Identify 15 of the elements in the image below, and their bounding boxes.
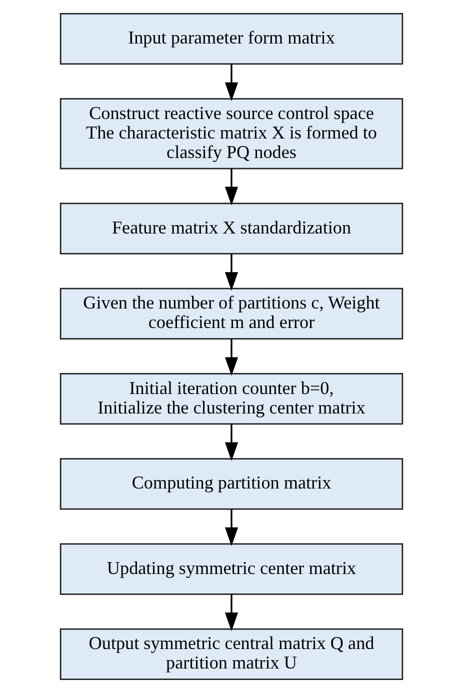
- node-box: Output symmetric central matrix Q and partition matrix U: [59, 628, 403, 680]
- node-box: Initial iteration counter b=0, Initialize the clustering center matrix: [59, 373, 403, 425]
- arrow: [224, 509, 238, 546]
- arrow: [224, 338, 238, 376]
- arrow: [224, 64, 238, 102]
- node-box: Feature matrix X standardization: [59, 202, 403, 254]
- arrow: [224, 168, 238, 206]
- node-box: Computing partition matrix: [59, 458, 403, 510]
- node-box: Input parameter form matrix: [59, 13, 403, 65]
- arrow: [224, 594, 238, 632]
- arrow: [224, 254, 238, 291]
- node-box: Construct reactive source control space The characteristic matrix X is formed to classify PQ nodes: [59, 98, 403, 170]
- arrow: [224, 424, 238, 462]
- node-box: Updating symmetric center matrix: [59, 543, 403, 595]
- node-box: Given the number of partitions c, Weight coefficient m and error: [59, 288, 403, 340]
